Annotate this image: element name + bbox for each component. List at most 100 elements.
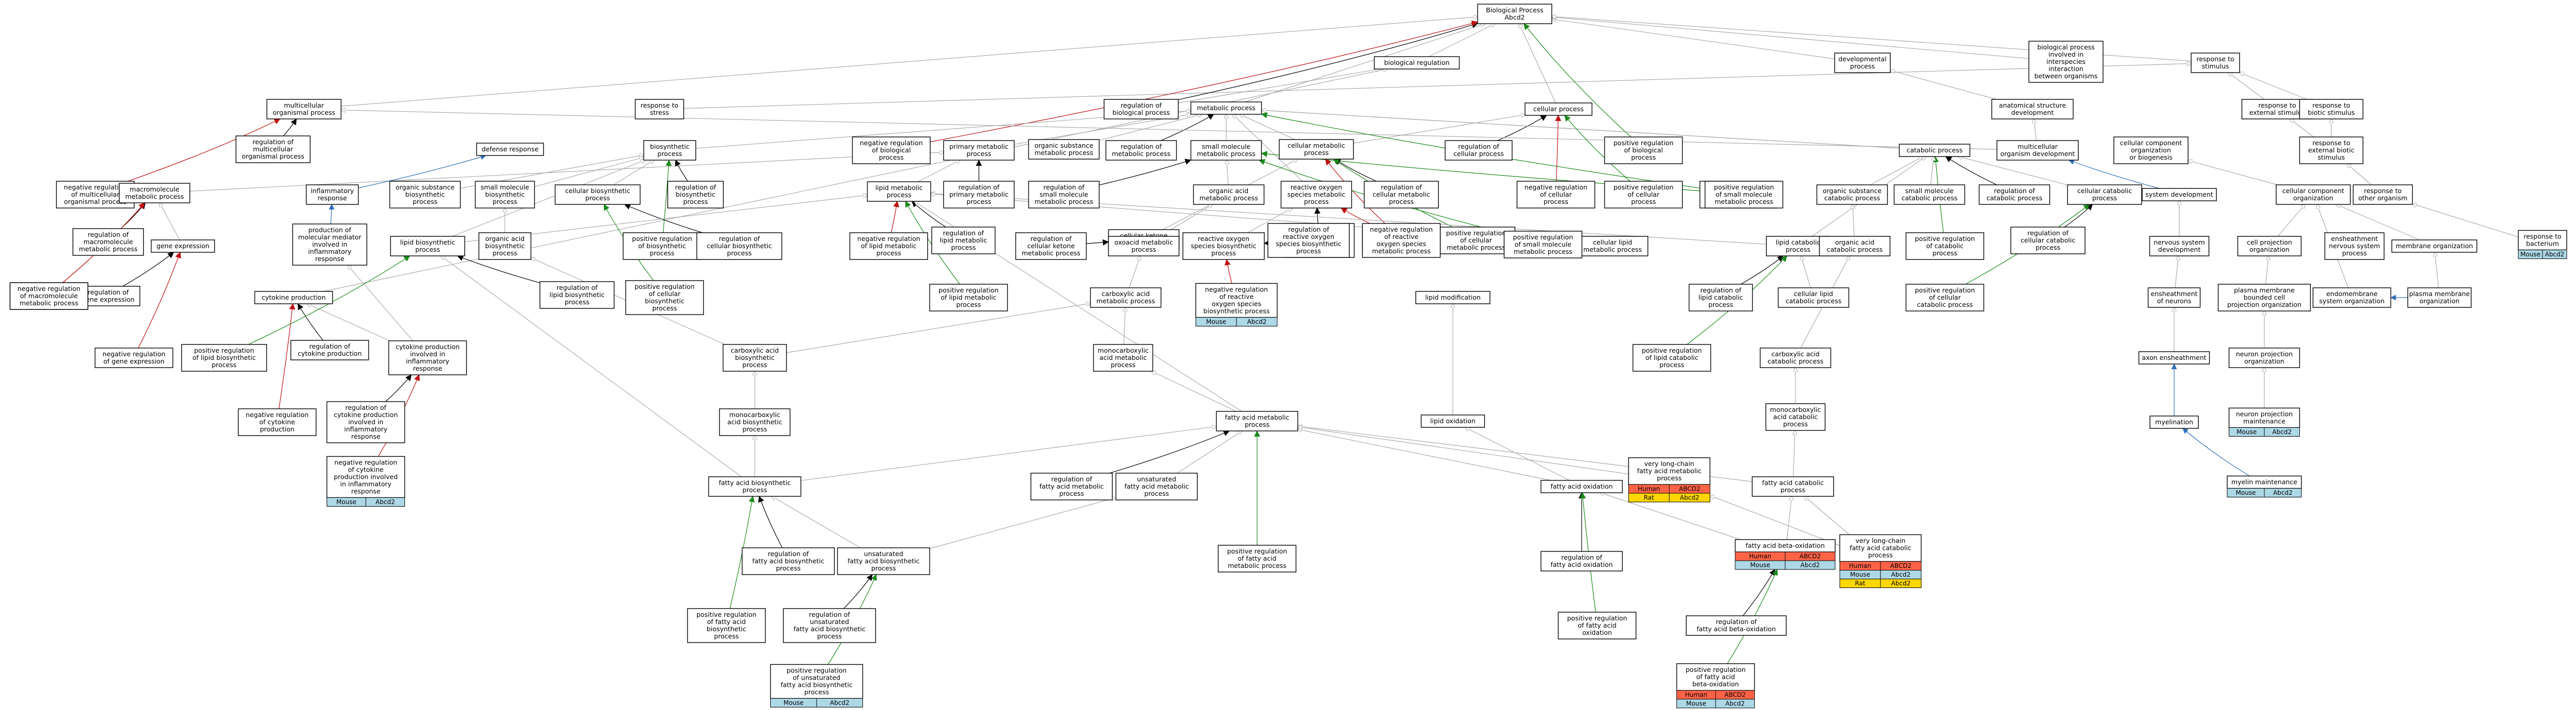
go-term-node[interactable]: catabolic process <box>1899 144 1971 157</box>
go-term-node[interactable]: defense response <box>476 143 544 156</box>
go-term-node[interactable]: biological regulation <box>1374 56 1460 70</box>
go-term-node[interactable]: lipid oxidation <box>1420 414 1485 428</box>
go-term-node[interactable]: gene expression <box>150 239 215 253</box>
go-term-node[interactable]: fatty acid oxidation <box>1540 480 1623 493</box>
go-term-node[interactable]: myelination <box>2149 415 2199 429</box>
go-term-node[interactable]: axon ensheathment <box>2138 351 2210 365</box>
go-term-node[interactable]: system development <box>2142 188 2217 201</box>
go-term-node[interactable]: cytokine production <box>254 291 333 304</box>
go-term-node[interactable]: cellular process <box>1524 102 1592 116</box>
go-term-node[interactable]: lipid modification <box>1415 291 1490 304</box>
